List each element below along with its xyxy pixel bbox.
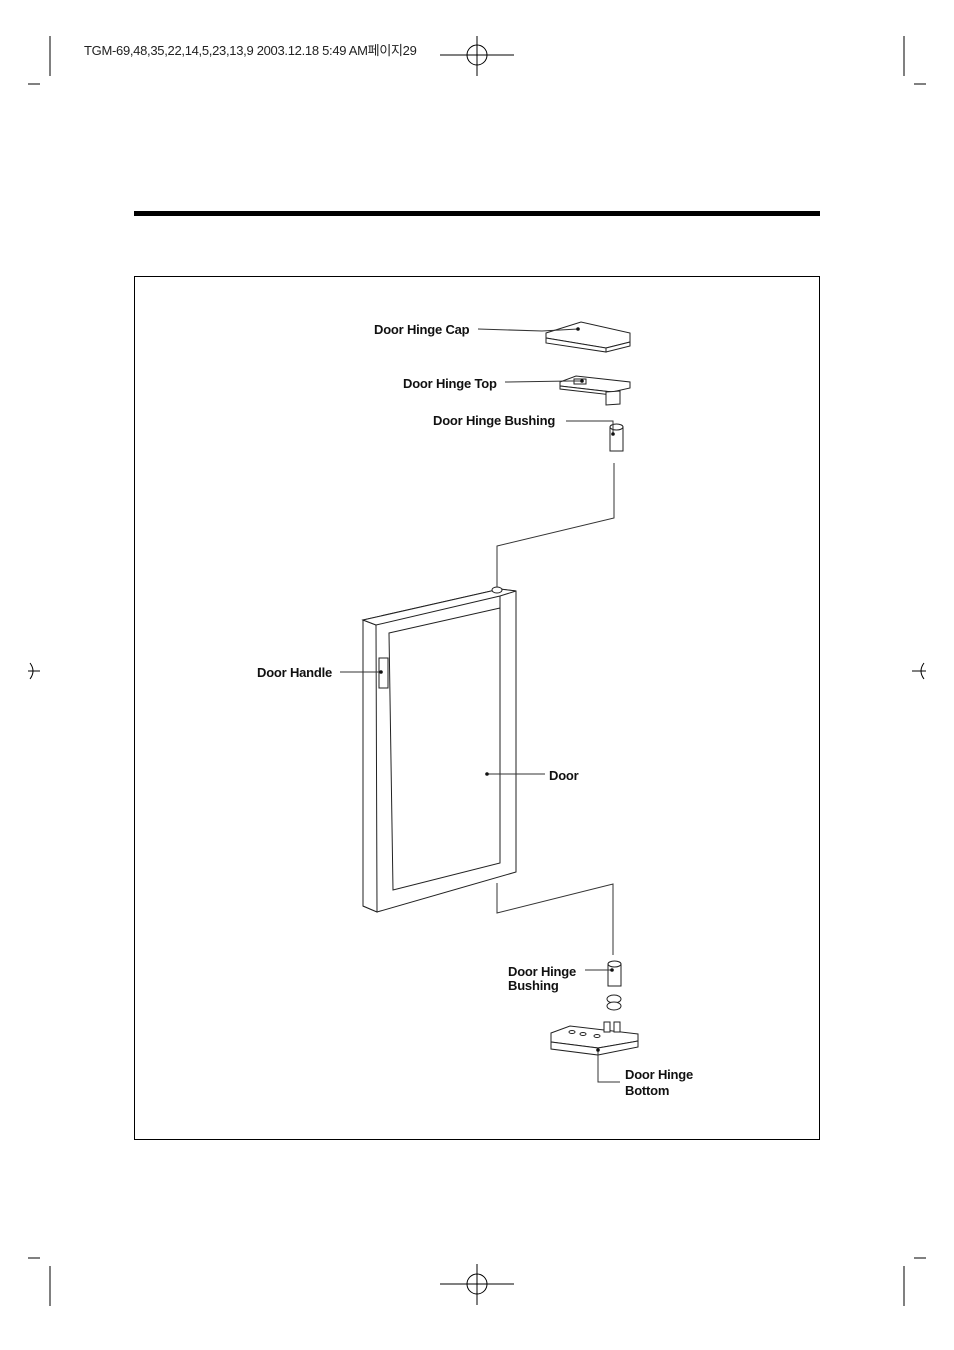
door-hinge-bottom-part (551, 1022, 638, 1055)
door-hinge-top-part (560, 376, 630, 405)
door-part (363, 587, 516, 912)
label-door-hinge-top: Door Hinge Top (403, 376, 497, 391)
door-hinge-cap-part (546, 322, 630, 352)
label-door-hinge-bottom-line1: Door Hinge (625, 1067, 693, 1082)
label-door-hinge-bushing-top: Door Hinge Bushing (433, 413, 555, 428)
door-hinge-bushing-bottom-part (608, 961, 621, 986)
label-door-hinge-cap: Door Hinge Cap (374, 322, 469, 337)
label-door-hinge-bottom-line2: Bottom (625, 1083, 669, 1098)
label-door-hinge-bushing-bottom-line1: Door Hinge (508, 964, 576, 979)
label-door: Door (549, 768, 579, 783)
door-hinge-bushing-top-part (610, 424, 623, 451)
label-door-handle: Door Handle (257, 665, 332, 680)
washer-part (607, 995, 621, 1010)
label-door-hinge-bushing-bottom-line2: Bushing (508, 978, 559, 993)
